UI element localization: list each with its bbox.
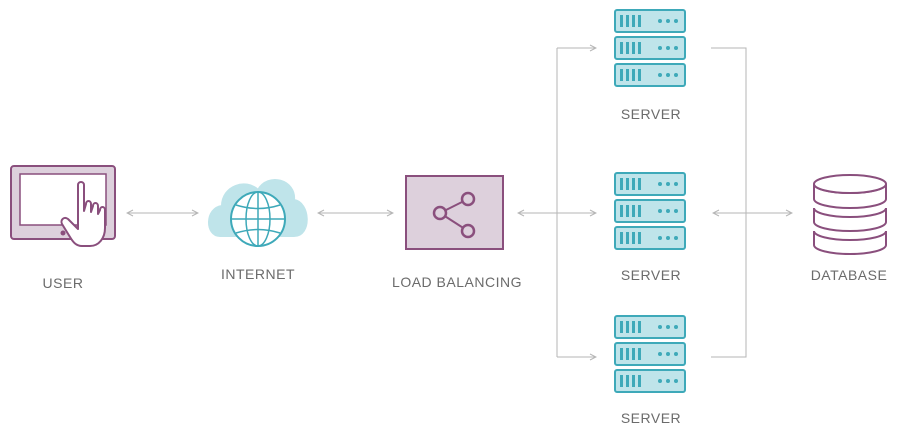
cloud-globe-icon [208, 179, 308, 247]
share-icon [405, 175, 504, 250]
connector-bracket-right [711, 47, 747, 358]
load-balancing-label: LOAD BALANCING [392, 274, 522, 290]
server-label-top: SERVER [620, 106, 682, 122]
connectors [127, 48, 792, 357]
database-icon [813, 174, 887, 255]
internet-label: INTERNET [221, 266, 295, 282]
user-label: USER [42, 275, 84, 291]
tablet-touch-icon [10, 165, 116, 247]
server-rack-icon [615, 10, 685, 86]
server-rack-icon [615, 316, 685, 392]
server-label-middle: SERVER [620, 267, 682, 283]
database-label: DATABASE [810, 267, 888, 283]
server-rack-icon [615, 173, 685, 249]
server-label-bottom: SERVER [620, 410, 682, 426]
